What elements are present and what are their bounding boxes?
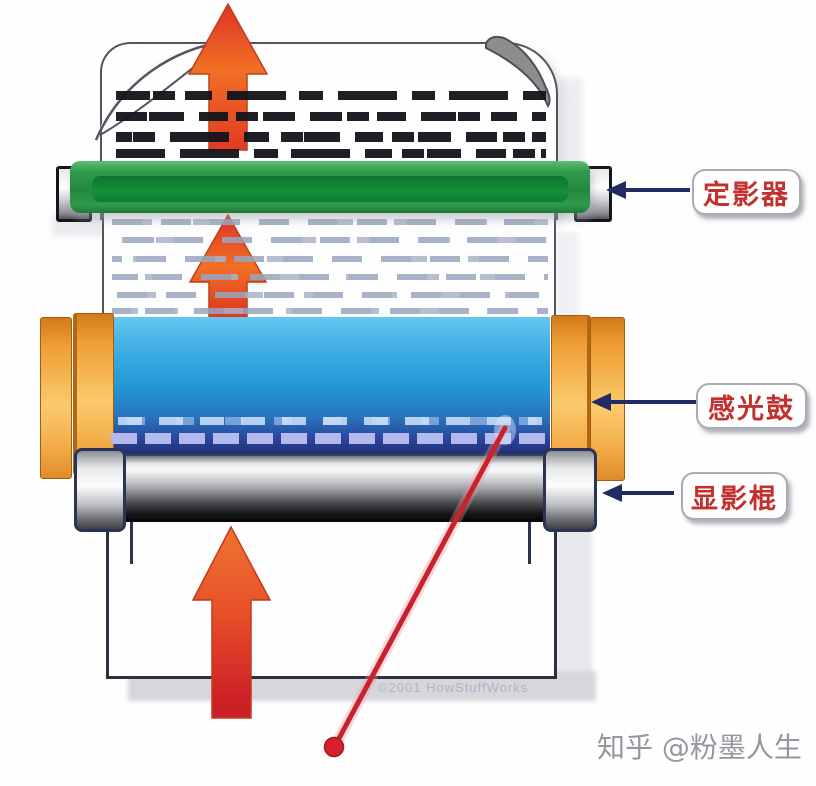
up-arrow-top-icon — [187, 2, 269, 151]
laser-beam — [323, 415, 516, 758]
pointer-line-drum — [609, 400, 698, 404]
paper-shadow-right-bottom — [556, 528, 592, 676]
developer-end-cap-left — [74, 448, 126, 532]
pointer-arrow-developer-icon — [602, 484, 622, 502]
printed-text-row — [116, 112, 546, 121]
developer-cap-stem-right — [528, 520, 531, 564]
printed-text-row — [116, 149, 546, 158]
label-drum: 感光鼓 — [696, 383, 807, 429]
up-arrow-middle-icon — [188, 213, 268, 319]
label-fuser-text: 定影器 — [703, 179, 790, 211]
pointer-arrow-fuser-icon — [606, 181, 626, 199]
paper-sheet-middle — [102, 213, 556, 325]
developer-end-cap-right — [543, 448, 597, 532]
copyright-text: ©2001 HowStuffWorks — [378, 680, 529, 695]
developer-cap-stem-left — [130, 520, 133, 564]
printed-text-row — [116, 132, 546, 142]
drum-toner-row — [111, 433, 548, 444]
fuser-roller-face — [92, 176, 568, 202]
paper-shadow-right-mid — [556, 232, 578, 317]
unfused-text-row — [112, 308, 548, 314]
label-developer: 显影棍 — [681, 472, 788, 520]
unfused-text-row — [112, 292, 548, 298]
up-arrow-bottom-icon — [191, 525, 272, 719]
label-drum-text: 感光鼓 — [708, 393, 795, 425]
watermark-text: 知乎 @粉墨人生 — [597, 731, 802, 764]
unfused-text-row — [112, 219, 548, 225]
unfused-text-row — [112, 274, 548, 280]
label-fuser: 定影器 — [692, 169, 801, 215]
unfused-text-row — [112, 237, 548, 243]
drum-end-cap-left-outer — [40, 317, 72, 479]
unfused-text-row — [112, 256, 548, 262]
paper-fold-corner — [485, 35, 551, 109]
pointer-arrow-drum-icon — [591, 393, 611, 411]
label-developer-text: 显影棍 — [691, 483, 778, 515]
pointer-line-fuser — [624, 188, 690, 192]
pointer-line-developer — [620, 491, 674, 495]
paper-sheet-bottom — [106, 515, 557, 679]
drum-toner-row — [118, 417, 542, 425]
printed-text-row — [116, 91, 546, 100]
fuser-roller — [70, 161, 590, 213]
